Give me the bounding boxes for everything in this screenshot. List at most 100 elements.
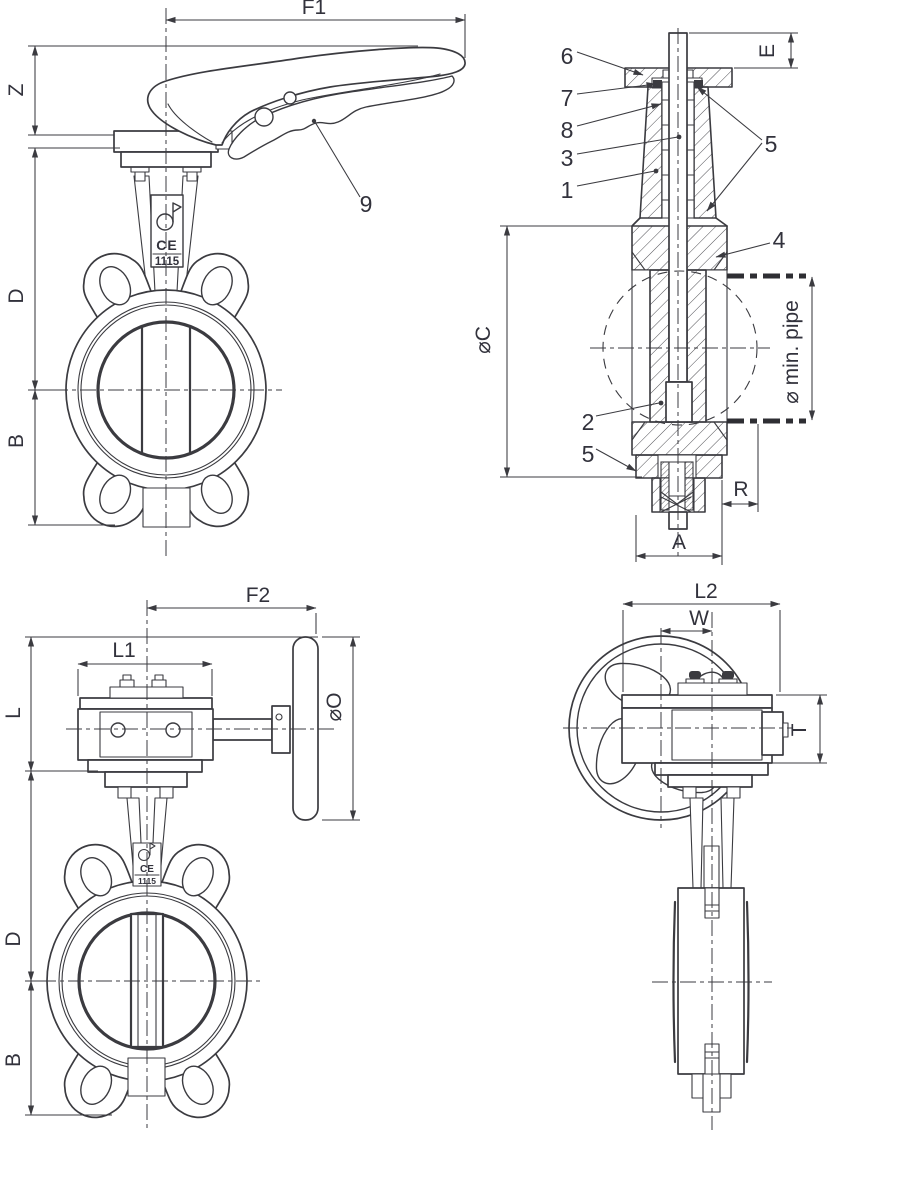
plug-cross — [660, 496, 692, 513]
cover-bolt-hole — [165, 722, 181, 738]
lever-trigger — [227, 75, 455, 160]
dim-label-l2: L2 — [694, 580, 717, 603]
leader-1 — [576, 170, 656, 187]
stud-nut — [726, 786, 741, 799]
dim-label-body-diameter: ⌀C — [472, 326, 495, 354]
hub-hole — [275, 713, 283, 721]
dimensions-gear-side: L2 W T — [622, 580, 827, 764]
shaft-nub — [782, 722, 789, 738]
leader-7 — [576, 82, 657, 95]
neck-wall-section — [693, 86, 717, 219]
callout-7: 7 — [561, 85, 574, 111]
dim-label-f2: F2 — [246, 584, 271, 607]
gearbox-housing — [77, 708, 214, 761]
gearbox-housing — [621, 707, 773, 764]
hub-chamfer — [631, 421, 728, 441]
dimensions-section: E ⌀C ⌀ min. pipe R A — [472, 32, 816, 565]
stud-nut — [186, 171, 198, 182]
gland-bolt — [653, 80, 662, 88]
body-profile — [677, 887, 745, 1075]
plug-thread — [660, 461, 670, 511]
lower-hub-section — [631, 421, 728, 456]
notified-body-number: 1115 — [155, 256, 180, 268]
stud-nut — [117, 786, 132, 799]
wheel-hub-block — [761, 711, 784, 756]
nameplate: CE 1115 — [150, 194, 184, 268]
gearbox-top-plate — [79, 697, 213, 710]
gearbox-top-plate — [621, 694, 773, 709]
leader-4 — [715, 242, 771, 258]
cover-bolt-hole — [110, 722, 126, 738]
gearbox-cover — [99, 711, 193, 758]
gearbox-base-tier — [104, 771, 188, 788]
flange-bolt — [151, 679, 167, 688]
leader-5-lower — [595, 448, 637, 472]
neck-flare — [631, 217, 728, 227]
gearbox-base — [87, 759, 203, 773]
callout-8: 8 — [561, 117, 574, 143]
lever-inner-line — [221, 73, 441, 144]
brand-logo-flag-icon — [172, 202, 182, 223]
dimensions-lever-front: F1 Z D B 9 — [5, 0, 466, 526]
neck-leg — [689, 797, 704, 889]
dim-label-r: R — [733, 478, 748, 501]
dim-label-l1: L1 — [112, 639, 135, 662]
stud-nut — [682, 786, 697, 799]
callout-3: 3 — [561, 145, 574, 171]
dim-label-min-pipe: ⌀ min. pipe — [780, 300, 803, 404]
view-section: E ⌀C ⌀ min. pipe R A — [472, 28, 816, 565]
brand-logo-flag-icon — [149, 842, 156, 856]
view-gear-side: L2 W T — [563, 580, 827, 1130]
dim-label-f1: F1 — [302, 0, 327, 19]
callout-1: 1 — [561, 177, 574, 203]
bolt-washer — [718, 678, 738, 684]
dim-label-d: D — [2, 931, 25, 946]
dim-label-z: Z — [5, 83, 28, 96]
neck-leg — [720, 797, 735, 889]
view-lever-front: CE 1115 F1 — [5, 0, 466, 558]
gearbox-base-tier — [667, 774, 753, 788]
dim-label-e: E — [756, 44, 779, 58]
bolt-head — [689, 671, 701, 679]
leader-8 — [576, 103, 662, 127]
dim-label-wheel-diameter: ⌀O — [323, 693, 346, 722]
view-gear-front: CE 1115 F2 L1 L D B — [2, 584, 360, 1130]
flange-bolt-cap — [154, 674, 164, 681]
leader-3 — [576, 136, 679, 155]
valve-body-edge — [672, 887, 750, 1113]
stem-bushing — [665, 381, 693, 423]
lever-hole — [254, 107, 274, 127]
ce-mark: CE — [140, 864, 154, 875]
dim-label-b: B — [2, 1053, 25, 1067]
dim-label-t: T — [788, 723, 811, 736]
bolt-washer — [685, 678, 705, 684]
leader-5 — [696, 86, 763, 141]
dim-label-a: A — [672, 531, 686, 554]
ce-mark: CE — [156, 237, 177, 253]
callout-9: 9 — [360, 191, 373, 217]
callout-4: 4 — [773, 227, 786, 253]
dim-label-l: L — [2, 707, 25, 719]
callout-5-lower: 5 — [582, 441, 595, 467]
leader-6 — [576, 51, 644, 76]
flange-bolt — [119, 679, 135, 688]
leader-2 — [595, 402, 660, 417]
lever-hook-line — [167, 103, 213, 143]
leader-5 — [706, 142, 763, 212]
callout-2: 2 — [582, 409, 595, 435]
stud-nut — [159, 786, 174, 799]
callout-5: 5 — [765, 131, 778, 157]
dim-label-b: B — [5, 434, 28, 448]
flange-bolt-cap — [122, 674, 132, 681]
gland-bolt — [694, 80, 703, 88]
dimensions-gear-front: F2 L1 L D B ⌀O — [2, 584, 360, 1116]
hand-lever — [146, 46, 466, 160]
plug-thread — [684, 461, 694, 511]
leader-9 — [314, 121, 361, 198]
callout-6: 6 — [561, 43, 574, 69]
plug-core — [668, 461, 686, 497]
bolt-head — [722, 671, 734, 679]
dim-label-w: W — [689, 607, 709, 630]
